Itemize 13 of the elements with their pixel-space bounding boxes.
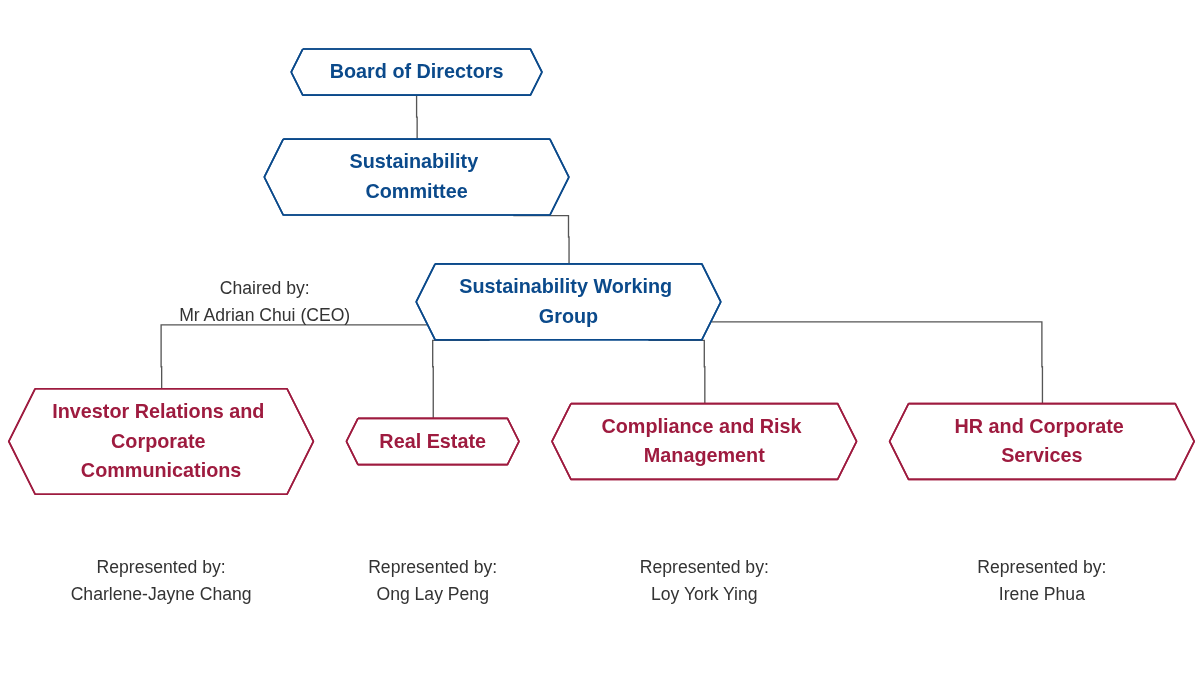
connector (415, 95, 418, 141)
node-label: Chaired by: (219, 278, 310, 298)
connector (710, 321, 1044, 405)
connector (160, 324, 429, 390)
node-label: Represented by: (96, 558, 226, 577)
node-label: Charlene-Jayne Chang (70, 584, 252, 604)
node-label: Represented by: (977, 558, 1107, 577)
node-label: Mr Adrian Chui (CEO) (179, 305, 351, 324)
node-label: Ong Lay Peng (376, 584, 489, 604)
node-label: Represented by: (639, 558, 769, 577)
node-label: Irene Phua (998, 584, 1085, 604)
node-label: Loy York Ying (650, 584, 758, 604)
node-label: Represented by: (368, 558, 498, 577)
